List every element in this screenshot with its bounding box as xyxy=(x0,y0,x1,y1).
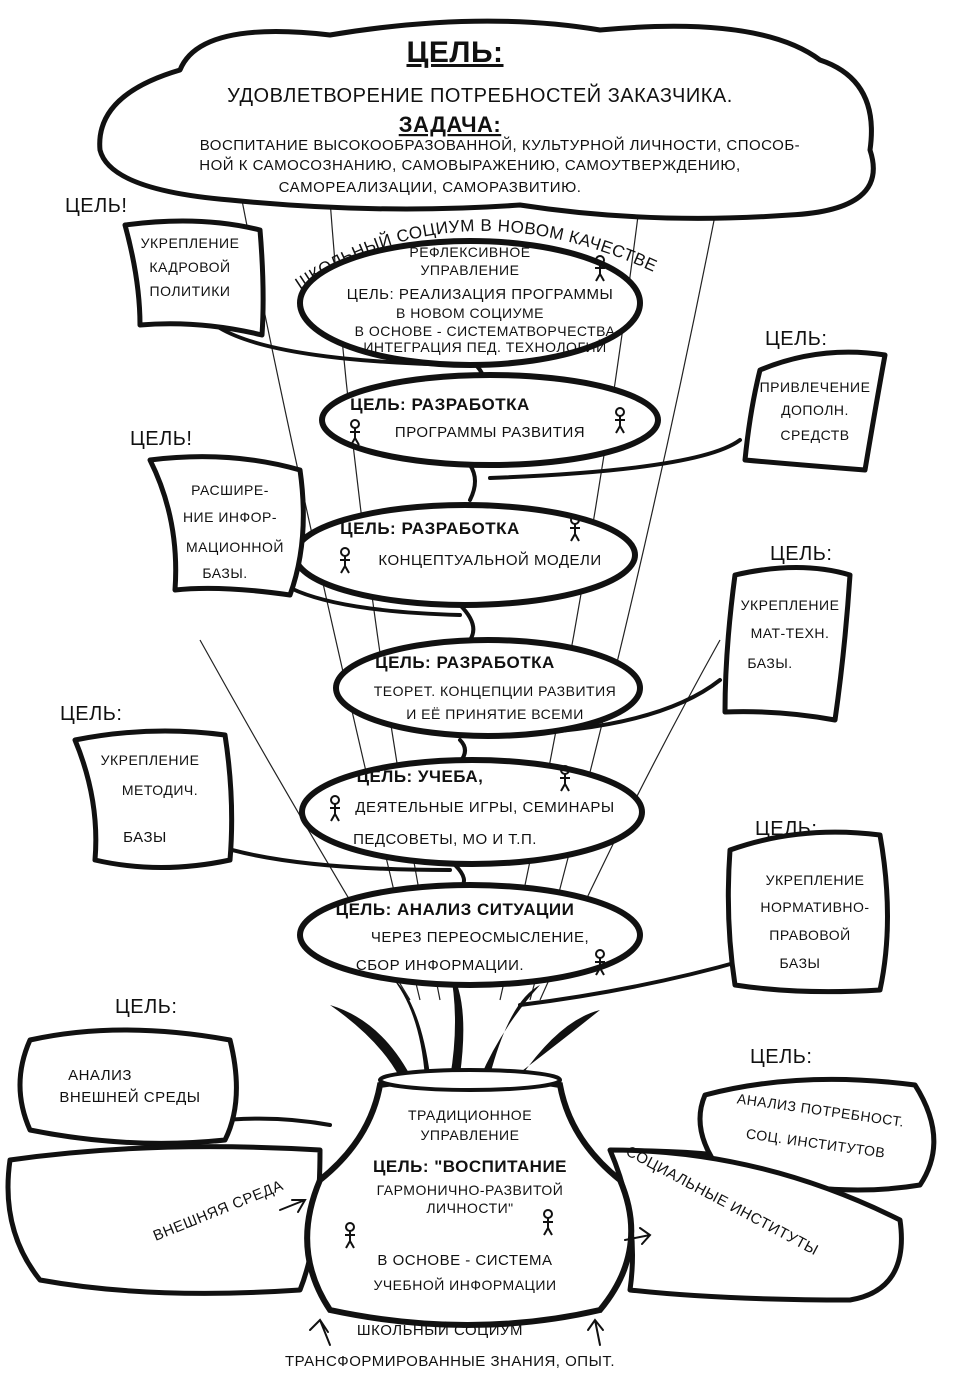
pot-text: управление xyxy=(421,1127,520,1143)
side-goal-text: базы. xyxy=(202,565,247,581)
node-text: теорет. концепции развития xyxy=(374,683,617,699)
task-line: ной к самосознанию, самовыражению, самоу… xyxy=(199,156,740,174)
side-goal-funds: Цель: Привлечение дополн. средств xyxy=(742,328,888,473)
node-concept-model: Цель: Разработка концептуальной модели xyxy=(292,502,638,608)
side-goal-text: Расшире- xyxy=(191,482,269,498)
node-text: Цель: Разработка xyxy=(340,519,520,538)
school-society-label: Школьный социум xyxy=(357,1321,523,1339)
side-goal-text: базы. xyxy=(747,655,792,671)
node-text: управление xyxy=(421,262,520,278)
plant-leaves-icon xyxy=(330,970,600,1080)
node-reflexive: Рефлексивное управление Цель: Реализация… xyxy=(297,238,643,368)
side-goal-text: мационной xyxy=(186,538,284,555)
node-text: Цель: Реализация программы xyxy=(347,286,614,303)
side-goal-methodical: Цель: Укрепление методич. базы xyxy=(60,703,235,870)
side-goal-material: Цель: Укрепление мат-техн. базы. xyxy=(722,543,853,723)
node-theory: Цель: Разработка теорет. концепции разви… xyxy=(333,637,643,739)
node-text: Цель: Разработка xyxy=(350,395,530,414)
node-text: и её принятие всеми xyxy=(406,706,584,722)
side-goal-text: Привлечение xyxy=(760,379,871,395)
side-goal-text: мат-техн. xyxy=(751,625,830,641)
side-goal-text: Укрепление xyxy=(766,872,865,888)
side-goal-text: внешней среды xyxy=(59,1088,200,1106)
arrow-icon xyxy=(587,1318,604,1346)
side-goal-label: Цель: xyxy=(60,703,122,725)
side-goal-label: Цель! xyxy=(65,195,127,217)
side-goal-text: средств xyxy=(780,427,849,443)
traditional-management-pot: Традиционное управление Цель: "Воспитани… xyxy=(304,1068,635,1328)
task-heading: Задача: xyxy=(399,112,502,137)
node-text: Цель: Учеба, xyxy=(357,767,484,786)
side-goal-text: Укрепление xyxy=(101,752,200,768)
side-goal-label: Цель: xyxy=(770,543,832,565)
pot-text: гармонично-развитой xyxy=(377,1181,564,1198)
arrow-icon xyxy=(309,1318,331,1346)
side-goal-text: нормативно- xyxy=(760,899,869,915)
side-goal-text: базы xyxy=(123,829,167,846)
side-goal-text: дополн. xyxy=(781,402,849,418)
goal-heading: Цель: xyxy=(406,36,503,69)
side-goal-text: правовой xyxy=(769,926,850,943)
node-text: Цель: Анализ ситуации xyxy=(336,900,575,919)
node-text: в новом социуме xyxy=(396,305,544,321)
side-goal-legal: Цель: Укрепление нормативно- правовой ба… xyxy=(725,818,890,995)
node-program: Цель: Разработка программы развития xyxy=(319,372,661,468)
node-analysis: Цель: Анализ ситуации через переосмыслен… xyxy=(297,882,643,988)
pot-text: Цель: "Воспитание xyxy=(373,1157,567,1176)
pot-text: учебной информации xyxy=(373,1276,556,1293)
node-text: через переосмысление, xyxy=(371,929,589,946)
side-goal-label: Цель! xyxy=(130,428,192,450)
task-line: Воспитание высокообразованной, культурно… xyxy=(200,136,800,154)
node-study: Цель: Учеба, деятельные игры, семинары п… xyxy=(299,757,645,867)
node-text: педсоветы, МО и т.п. xyxy=(353,831,537,848)
pot-text: В основе - Система xyxy=(377,1252,552,1269)
side-goal-text: кадровой xyxy=(149,258,230,275)
side-goal-text: Укрепление xyxy=(741,597,840,613)
side-goal-text: ние инфор- xyxy=(183,509,277,525)
node-text: сбор информации. xyxy=(356,957,524,974)
external-environment-area xyxy=(5,1144,323,1296)
node-text: деятельные игры, семинары xyxy=(355,799,614,816)
node-text: В основе - Систематворчества xyxy=(355,323,616,339)
side-goal-label: Цель: xyxy=(115,996,177,1018)
top-goal-cloud: Цель: Удовлетворение потребностей заказч… xyxy=(97,18,876,221)
side-goal-label: Цель: xyxy=(750,1046,812,1068)
social-institutes-area xyxy=(607,1147,904,1303)
side-goal-text: политики xyxy=(150,283,231,299)
pot-text: Традиционное xyxy=(408,1107,532,1123)
side-goal-text: Укрепление xyxy=(141,235,240,251)
goal-text: Удовлетворение потребностей заказчика. xyxy=(227,83,733,107)
node-text: интеграция пед. технологий xyxy=(363,338,606,355)
arrow-icon xyxy=(279,1199,307,1213)
transformed-knowledge-label: Трансформированные знания, опыт. xyxy=(285,1353,615,1370)
node-text: Рефлексивное xyxy=(409,244,530,260)
task-line: самореализации, саморазвитию. xyxy=(279,179,582,196)
node-text: программы развития xyxy=(395,424,585,441)
side-goal-staff: Цель! Укрепление кадровой политики xyxy=(65,195,266,338)
pot-text: личности" xyxy=(426,1200,513,1216)
node-text: концептуальной модели xyxy=(378,551,601,569)
side-goal-external-env: Цель: Анализ внешней среды xyxy=(17,996,239,1146)
arrow-icon xyxy=(624,1227,652,1245)
side-goal-info: Цель! Расшире- ние инфор- мационной базы… xyxy=(130,428,306,598)
side-goal-text: методич. xyxy=(122,782,198,798)
side-goal-label: Цель: xyxy=(765,328,827,350)
side-goal-text: базы xyxy=(780,955,821,971)
side-goal-text: Анализ xyxy=(68,1067,132,1084)
node-text: Цель: Разработка xyxy=(375,653,555,672)
